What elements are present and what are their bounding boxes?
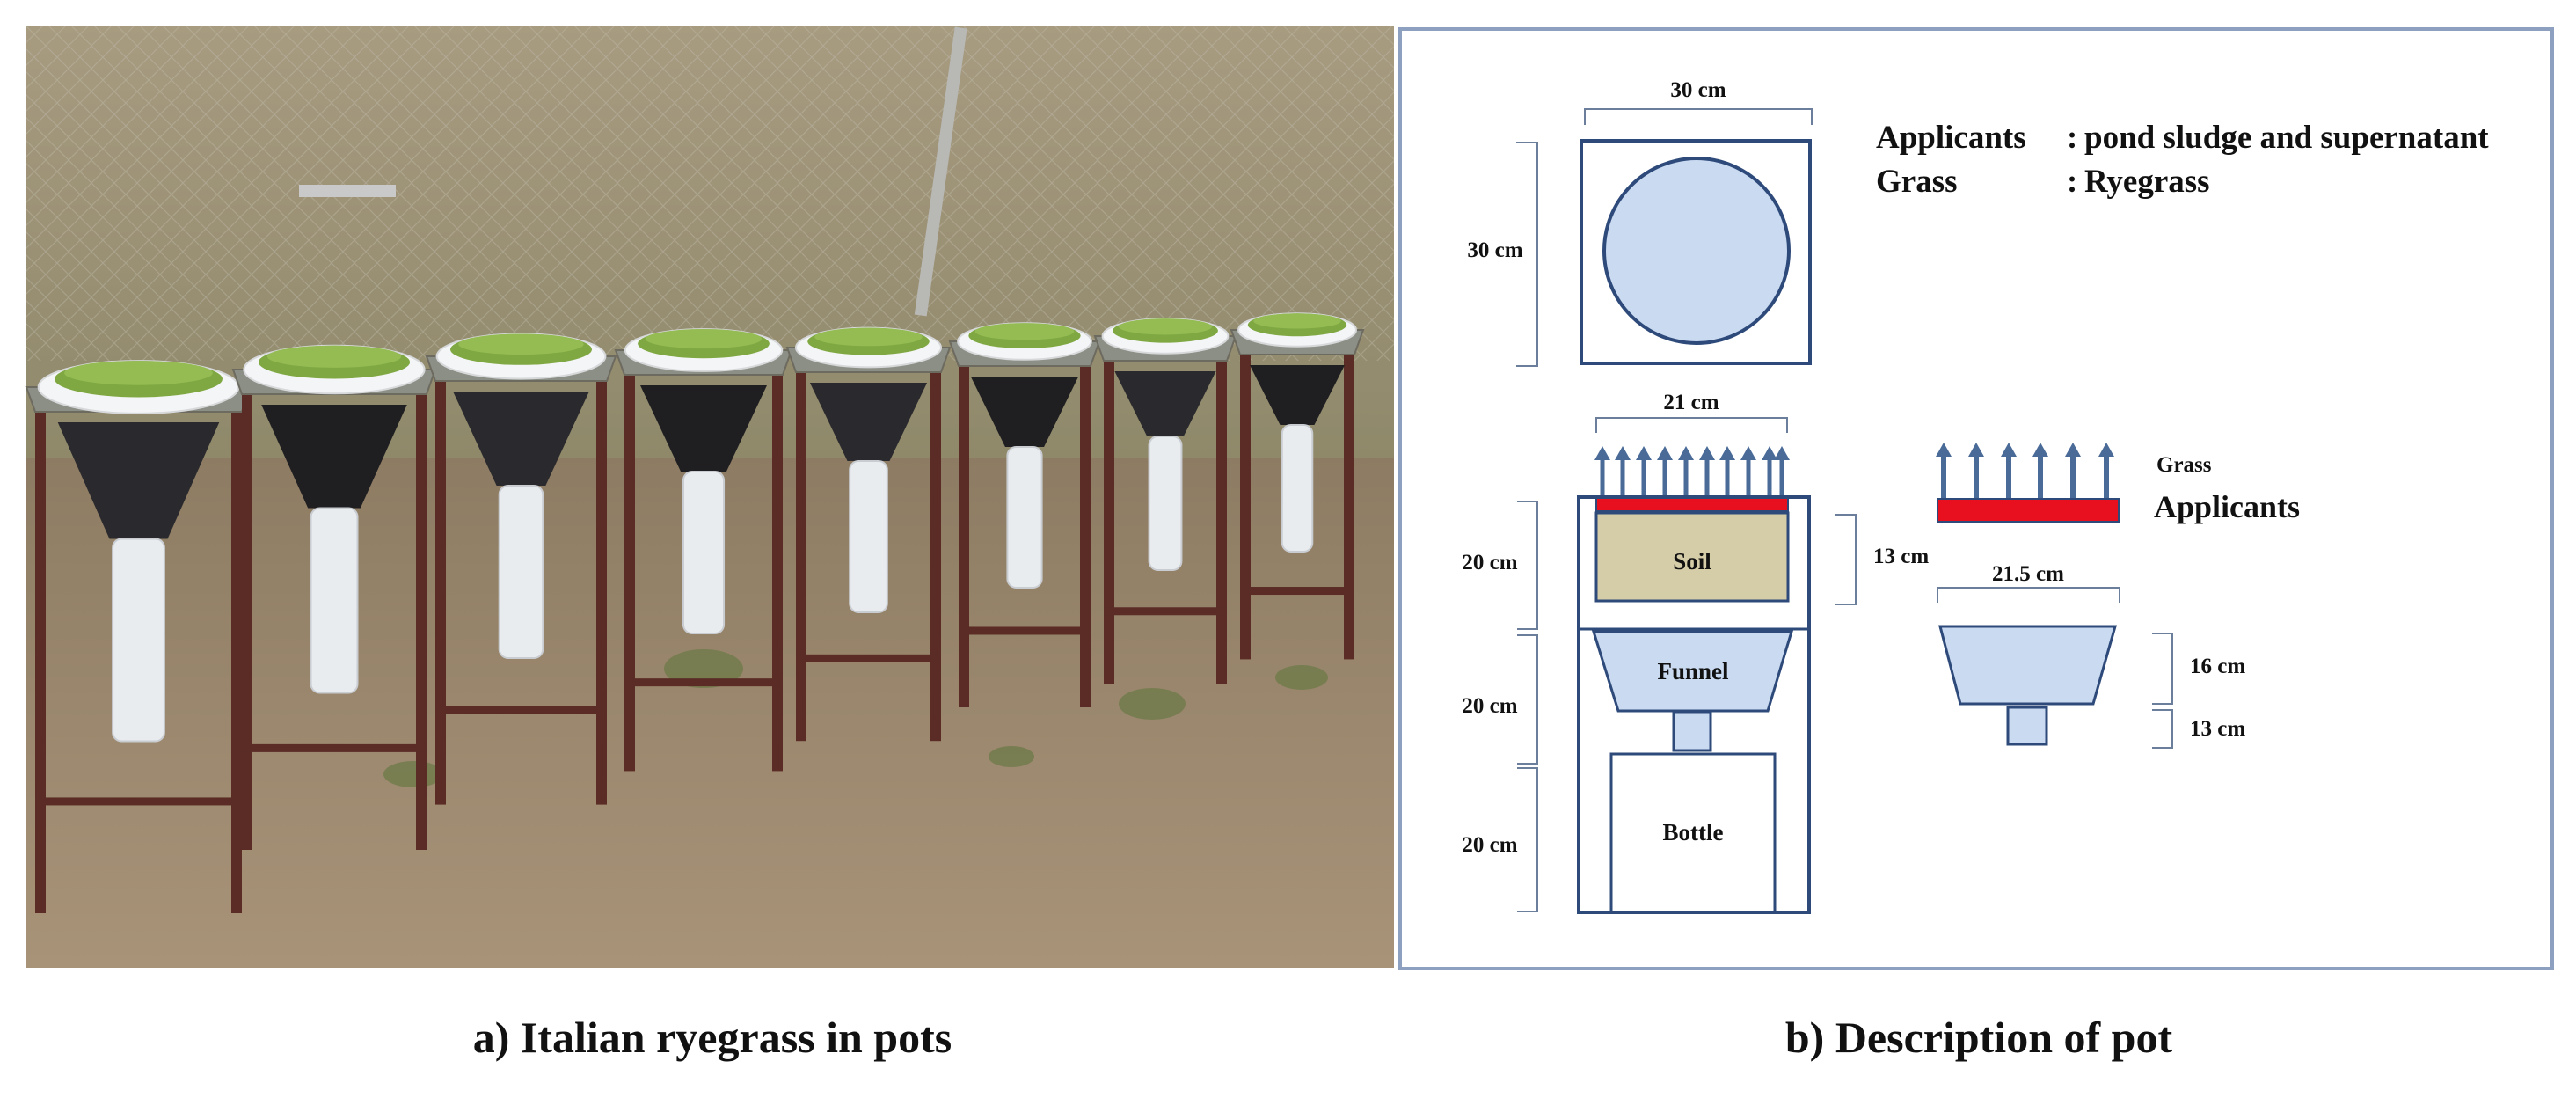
grass-arrow: [1968, 443, 1984, 498]
grass-arrow: [1719, 446, 1735, 496]
detail-view: Grass Applicants 21.5 cm 16 cm 13 cm: [1936, 443, 2300, 749]
grass-arrow: [2098, 443, 2114, 498]
dim-soil-depth: 13 cm: [1873, 545, 1929, 568]
applicant-layer-side: [1595, 496, 1789, 512]
diagram-panel: Applicants : pond sludge and supernatant…: [1398, 27, 2554, 970]
funnel-neck: [1672, 710, 1712, 752]
legend-applicants-label: Applicants: [1876, 120, 2026, 156]
dim-top-width: 30 cm: [1670, 78, 1726, 102]
ryegrass-pot-stand: [785, 326, 952, 742]
grass-legend-label: Grass: [2156, 453, 2212, 477]
funnel-label: Funnel: [1657, 658, 1729, 684]
dim-funnel-cone-height: 16 cm: [2190, 655, 2245, 678]
bottle-shape: [1609, 752, 1777, 914]
legend-grass-sep: :: [2067, 164, 2077, 200]
pot-stands: [25, 312, 1365, 913]
detail-funnel: [1938, 625, 2117, 706]
photo-panel: [25, 26, 1394, 968]
dim-pot-top-width: 21 cm: [1663, 391, 1719, 414]
bottle-label: Bottle: [1663, 819, 1724, 845]
applicant-layer-detail: [1937, 498, 2120, 523]
caption-photo: a) Italian ryegrass in pots: [472, 1013, 952, 1062]
grass-arrow: [1774, 446, 1790, 496]
soil-layer: [1594, 511, 1790, 603]
ryegrass-pot-stand: [425, 333, 617, 805]
grass-arrow: [1762, 446, 1777, 496]
grass-arrow: [1657, 446, 1673, 496]
dim-funnel-height: 20 cm: [1462, 694, 1517, 718]
grass-arrow: [2065, 443, 2081, 498]
grass-arrow: [1699, 446, 1715, 496]
top-view: 30 cm 30 cm: [1467, 78, 1813, 367]
ryegrass-pot-stand: [614, 328, 793, 772]
grass-arrow: [1615, 446, 1631, 496]
top-view-circle: [1602, 157, 1791, 345]
grass-arrow: [1636, 446, 1652, 496]
dim-soil-height: 20 cm: [1462, 551, 1517, 575]
ryegrass-pot-stand: [1093, 318, 1237, 684]
applicants-legend-label: Applicants: [2154, 489, 2300, 524]
legend-applicants-value: pond sludge and supernatant: [2084, 120, 2489, 156]
grass-arrow: [2032, 443, 2048, 498]
caption-diagram: b) Description of pot: [1784, 1013, 2173, 1062]
grass-arrow: [1936, 443, 1952, 498]
grass-arrows-detail: [1936, 443, 2114, 498]
grass-arrow: [1740, 446, 1756, 496]
dim-top-height: 30 cm: [1467, 238, 1522, 262]
ryegrass-pot-stand: [231, 344, 437, 850]
funnel-shape: [1591, 630, 1794, 713]
grass-arrows-side: [1594, 446, 1790, 496]
grass-arrow: [2001, 443, 2017, 498]
dim-funnel-width: 21.5 cm: [1992, 562, 2064, 586]
soil-label: Soil: [1673, 548, 1711, 575]
legend-applicants-sep: :: [2067, 120, 2077, 156]
detail-funnel-neck: [2006, 706, 2048, 746]
ryegrass-pot-stand: [948, 322, 1101, 707]
legend-grass-value: Ryegrass: [2084, 164, 2210, 200]
legend: Applicants : pond sludge and supernatant…: [1876, 120, 2489, 200]
ryegrass-pot-stand: [1230, 312, 1365, 660]
dim-funnel-neck-height: 13 cm: [2190, 717, 2245, 741]
side-view: 21 cm Soil Funnel Bottle 20 cm 20 cm: [1462, 391, 1929, 914]
dim-bottle-height: 20 cm: [1462, 833, 1517, 857]
legend-grass-label: Grass: [1876, 164, 1958, 200]
ryegrass-pot-stand: [25, 360, 252, 913]
grass-arrow: [1678, 446, 1694, 496]
grass-arrow: [1594, 446, 1610, 496]
